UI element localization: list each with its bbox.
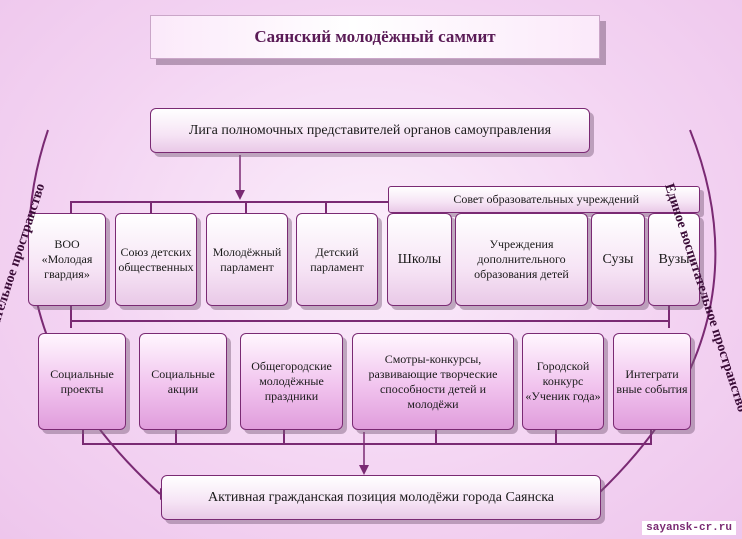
org-label: Учреждения дополнительного образования д… [474, 237, 569, 281]
activity-label: Смотры-конкурсы, развивающие творческие … [368, 351, 498, 411]
activity-box-contests: Смотры-конкурсы, развивающие творческие … [352, 333, 514, 430]
org-box-molodaya-gvardiya: ВОО «Молодая гвардия» [28, 213, 106, 306]
activity-label: Интеграти вные события [616, 366, 688, 396]
watermark: sayansk-cr.ru [642, 521, 736, 535]
league-box: Лига полномочных представителей органов … [150, 108, 590, 153]
outcome-box: Активная гражданская позиция молодёжи го… [161, 475, 601, 520]
org-box-soyuz: Союз детских общественных [115, 213, 197, 306]
activity-label: Городской конкурс «Ученик года» [525, 359, 601, 403]
org-box-suzy: Сузы [591, 213, 645, 306]
council-box: Совет образовательных учреждений [388, 186, 700, 213]
arrow-to-bottom [359, 465, 369, 475]
activity-box-social-actions: Социальные акции [139, 333, 227, 430]
org-box-dop-education: Учреждения дополнительного образования д… [455, 213, 588, 306]
left-arc [28, 129, 161, 495]
league-label: Лига полномочных представителей органов … [188, 122, 552, 138]
page-title: Саянский молодёжный саммит [150, 15, 600, 59]
org-box-children-parliament: Детский парламент [296, 213, 378, 306]
activity-box-city-holidays: Общегородские молодёжные праздники [240, 333, 343, 430]
right-arc [597, 129, 717, 495]
org-box-vuzy: Вузы [648, 213, 700, 306]
activity-label: Социальные проекты [50, 366, 114, 396]
org-label: Союз детских общественных [118, 244, 194, 274]
activity-box-student-of-year: Городской конкурс «Ученик года» [522, 333, 604, 430]
org-label: Сузы [602, 251, 634, 267]
council-label: Совет образовательных учреждений [453, 192, 639, 206]
org-box-schools: Школы [387, 213, 452, 306]
org-label: Вузы [658, 251, 690, 267]
activity-box-social-projects: Социальные проекты [38, 333, 126, 430]
activity-label: Социальные акции [151, 366, 215, 396]
activity-label: Общегородские молодёжные праздники [251, 359, 332, 403]
org-label: Молодёжный парламент [212, 244, 282, 274]
org-label: Детский парламент [310, 244, 364, 274]
org-label: Школы [397, 251, 442, 267]
org-label: ВОО «Молодая гвардия» [41, 237, 93, 281]
org-box-youth-parliament: Молодёжный парламент [206, 213, 288, 306]
outcome-label: Активная гражданская позиция молодёжи го… [207, 489, 555, 505]
arrow-league-down [235, 190, 245, 200]
activity-box-integrated-events: Интеграти вные события [613, 333, 691, 430]
